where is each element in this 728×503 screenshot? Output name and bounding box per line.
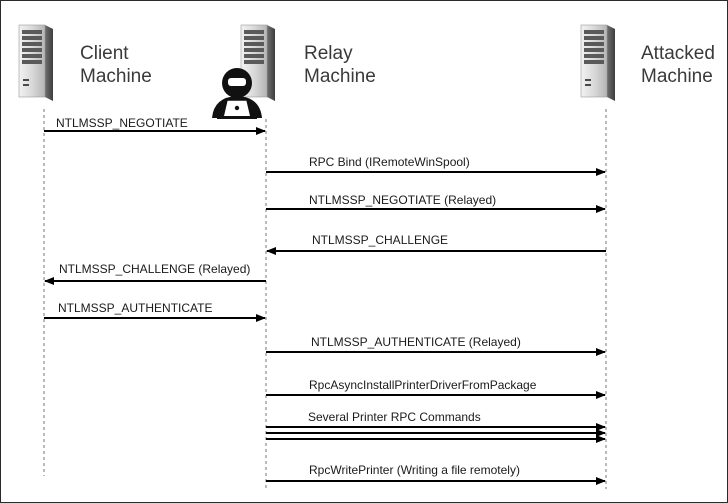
relay-label-line1: Relay [304, 43, 353, 64]
message-label: NTLMSSP_CHALLENGE (Relayed) [59, 262, 251, 276]
relay-machine-label: Relay Machine [304, 42, 376, 88]
message-arrows [44, 127, 606, 485]
attacked-machine-label: Attacked Machine [641, 42, 715, 88]
message-label: RpcAsyncInstallPrinterDriverFromPackage [309, 378, 537, 392]
client-machine-label: Client Machine [80, 42, 152, 88]
attacked-label-line2: Machine [641, 66, 713, 87]
message-label: NTLMSSP_AUTHENTICATE [58, 301, 213, 315]
message-label: Several Printer RPC Commands [308, 410, 481, 424]
server-tower-icon [580, 24, 616, 102]
message-label: RPC Bind (IRemoteWinSpool) [309, 155, 470, 169]
message-label: NTLMSSP_CHALLENGE [312, 233, 449, 247]
client-label-line1: Client [80, 43, 129, 64]
message-label: NTLMSSP_AUTHENTICATE (Relayed) [311, 335, 521, 349]
message-label: NTLMSSP_NEGOTIATE (Relayed) [309, 193, 497, 207]
attacked-label-line1: Attacked [641, 43, 715, 64]
hacker-laptop-icon [212, 68, 262, 119]
server-tower-icon [18, 24, 54, 102]
message-label: RpcWritePrinter (Writing a file remotely… [309, 463, 520, 477]
message-label: NTLMSSP_NEGOTIATE [56, 116, 188, 130]
relay-label-line2: Machine [304, 66, 376, 87]
client-label-line2: Machine [80, 66, 152, 87]
